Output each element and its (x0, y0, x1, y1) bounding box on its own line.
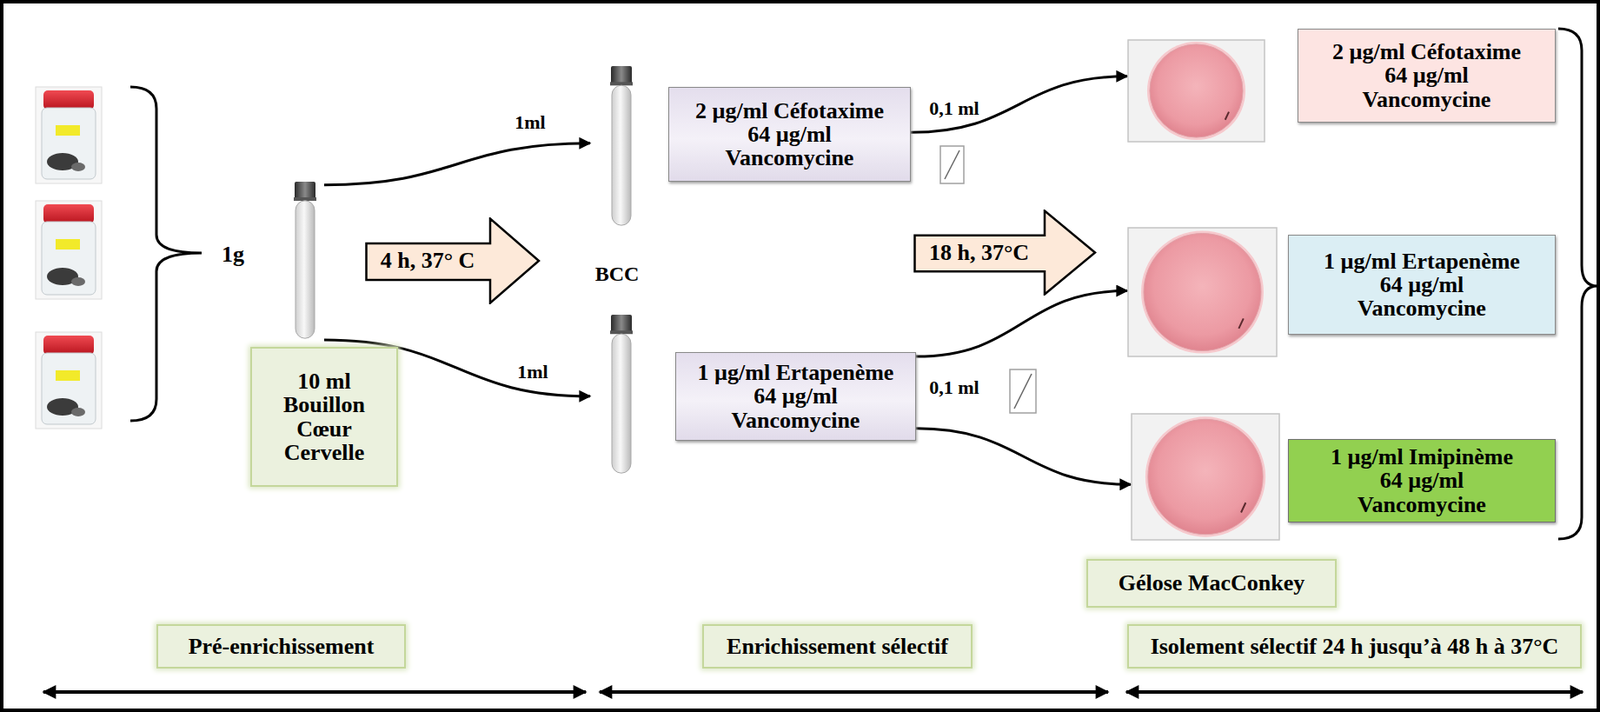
enrichment-box: 2 µg/ml Céfotaxime 64 µg/ml Vancomycine (590, 66, 911, 227)
node-text: 2 µg/ml Céfotaxime 64 µg/ml Vancomycine (1322, 39, 1531, 112)
medium-label-box: Gélose MacConkey (1086, 558, 1337, 608)
connector-arrow (324, 143, 591, 186)
node-text: Enrichissement sélectif (726, 634, 949, 658)
box-shape: 10 ml Bouillon Cœur Cervelle (250, 346, 399, 487)
medium-abbrev-label: BCC (592, 262, 643, 286)
node-text: 1 µg/ml Imipinème 64 µg/ml Vancomycine (1317, 444, 1526, 517)
node-text: 1 µg/ml Ertapenème 64 µg/ml Vancomycine (691, 360, 900, 432)
phase-span-arrow (43, 690, 586, 694)
box-shape: 1 µg/ml Ertapenème 64 µg/ml Vancomycine (1287, 234, 1556, 335)
incubation-arrow: 18 h, 37°C (913, 209, 1097, 296)
sample-jar (35, 86, 102, 184)
node-text: Pré-enrichissement (188, 634, 375, 658)
node-text: Isolement sélectif 24 h jusqu’à 48 h à 3… (1150, 634, 1560, 658)
agar-plate-box: 1 µg/ml Imipinème 64 µg/ml Vancomycine (1130, 412, 1556, 541)
edge-label: 0,1 ml (926, 377, 982, 399)
sample-jar (35, 200, 102, 299)
edge-label: 0,1 ml (926, 98, 982, 120)
culture-tube (590, 314, 653, 475)
quantity-label: 1g (219, 242, 247, 268)
box-shape: 1 µg/ml Ertapenème 64 µg/ml Vancomycine (675, 351, 917, 441)
agar-plate-box: 2 µg/ml Céfotaxime 64 µg/ml Vancomycine (1127, 28, 1556, 143)
phase-box: Isolement sélectif 24 h jusqu’à 48 h à 3… (1127, 624, 1582, 669)
phase-box: Enrichissement sélectif (702, 624, 973, 669)
agar-plate (1127, 226, 1278, 358)
phase-box: Pré-enrichissement (156, 624, 406, 669)
bracket (130, 86, 202, 421)
edge-label: 1ml (514, 361, 551, 383)
culture-tube (273, 181, 337, 340)
agar-plate (1130, 412, 1281, 541)
edge-label: 1ml (511, 112, 548, 133)
agar-plate (1127, 39, 1266, 143)
incubation-arrow: 4 h, 37° C (365, 217, 541, 305)
broth-tube-box: 10 ml Bouillon Cœur Cervelle (250, 181, 399, 487)
box-shape: 2 µg/ml Céfotaxime 64 µg/ml Vancomycine (668, 86, 911, 182)
box-shape: 1 µg/ml Imipinème 64 µg/ml Vancomycine (1287, 438, 1556, 523)
phase-span-arrow (599, 690, 1109, 694)
sample-jar (35, 331, 102, 429)
node-text: 2 µg/ml Céfotaxime 64 µg/ml Vancomycine (685, 99, 894, 171)
agar-plate-box: 1 µg/ml Ertapenème 64 µg/ml Vancomycine (1127, 226, 1556, 358)
node-text: 4 h, 37° C (380, 248, 476, 273)
bracket (1558, 28, 1598, 539)
enrichment-box: 1 µg/ml Ertapenème 64 µg/ml Vancomycine (590, 314, 917, 475)
connector-arrow (910, 76, 1128, 133)
connector-arrow (916, 291, 1128, 358)
connector-arrow (916, 428, 1131, 485)
pipette-icon (1009, 369, 1036, 413)
culture-tube (590, 66, 653, 227)
pipette-icon (940, 146, 964, 184)
box-shape: 2 µg/ml Céfotaxime 64 µg/ml Vancomycine (1297, 28, 1556, 123)
node-text: 18 h, 37°C (929, 240, 1030, 265)
node-text: 10 ml Bouillon Cœur Cervelle (273, 369, 376, 465)
phase-span-arrow (1126, 690, 1583, 694)
node-text: Gélose MacConkey (1118, 570, 1305, 595)
node-text: 1 µg/ml Ertapenème 64 µg/ml Vancomycine (1317, 249, 1526, 321)
